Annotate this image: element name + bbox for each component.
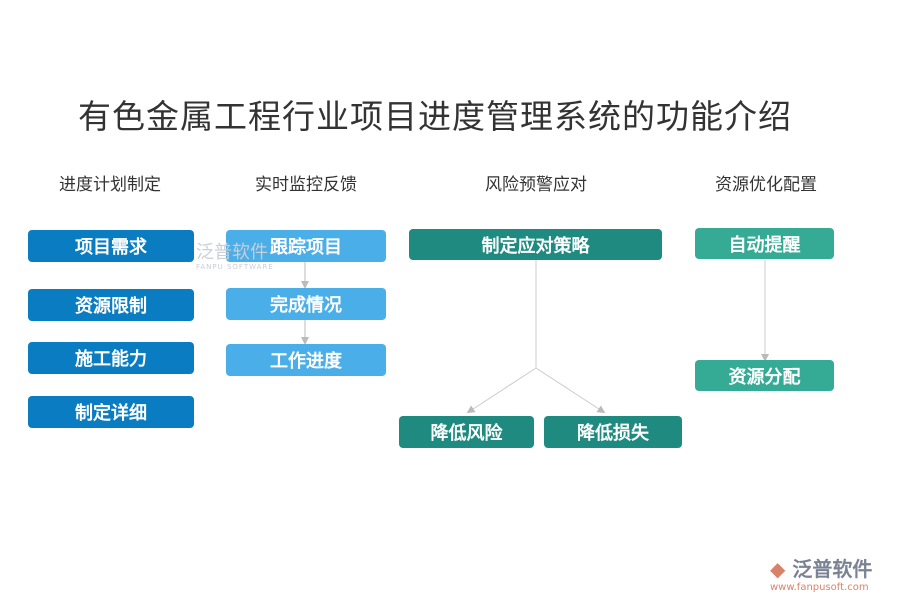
- node-response-strategy: 制定应对策略: [409, 229, 662, 260]
- page-title: 有色金属工程行业项目进度管理系统的功能介绍: [78, 97, 792, 136]
- heading-schedule: 进度计划制定: [59, 175, 161, 195]
- node-completion: 完成情况: [226, 288, 386, 320]
- node-work-progress: 工作进度: [226, 344, 386, 376]
- node-detailed-plan: 制定详细: [28, 396, 194, 428]
- heading-risk: 风险预警应对: [485, 175, 587, 195]
- node-auto-reminder: 自动提醒: [695, 228, 834, 259]
- logo: ◆ 泛普软件 www.fanpusoft.com: [770, 553, 872, 593]
- watermark-sub: FANPU SOFTWARE: [196, 263, 274, 271]
- logo-url: www.fanpusoft.com: [770, 582, 869, 593]
- node-construction-capacity: 施工能力: [28, 342, 194, 374]
- heading-resource: 资源优化配置: [715, 175, 817, 195]
- node-project-requirements: 项目需求: [28, 230, 194, 262]
- node-track-project: 跟踪项目: [226, 230, 386, 262]
- node-reduce-loss: 降低损失: [544, 416, 682, 448]
- arrow: [466, 367, 537, 414]
- logo-mark-icon: ◆: [770, 557, 786, 581]
- node-reduce-risk: 降低风险: [399, 416, 534, 448]
- heading-monitor: 实时监控反馈: [255, 175, 357, 195]
- watermark-name: 泛普软件: [196, 242, 268, 263]
- arrow: [535, 367, 606, 414]
- node-resource-allocation: 资源分配: [695, 360, 834, 391]
- logo-name: 泛普软件: [792, 557, 873, 581]
- node-resource-limits: 资源限制: [28, 289, 194, 321]
